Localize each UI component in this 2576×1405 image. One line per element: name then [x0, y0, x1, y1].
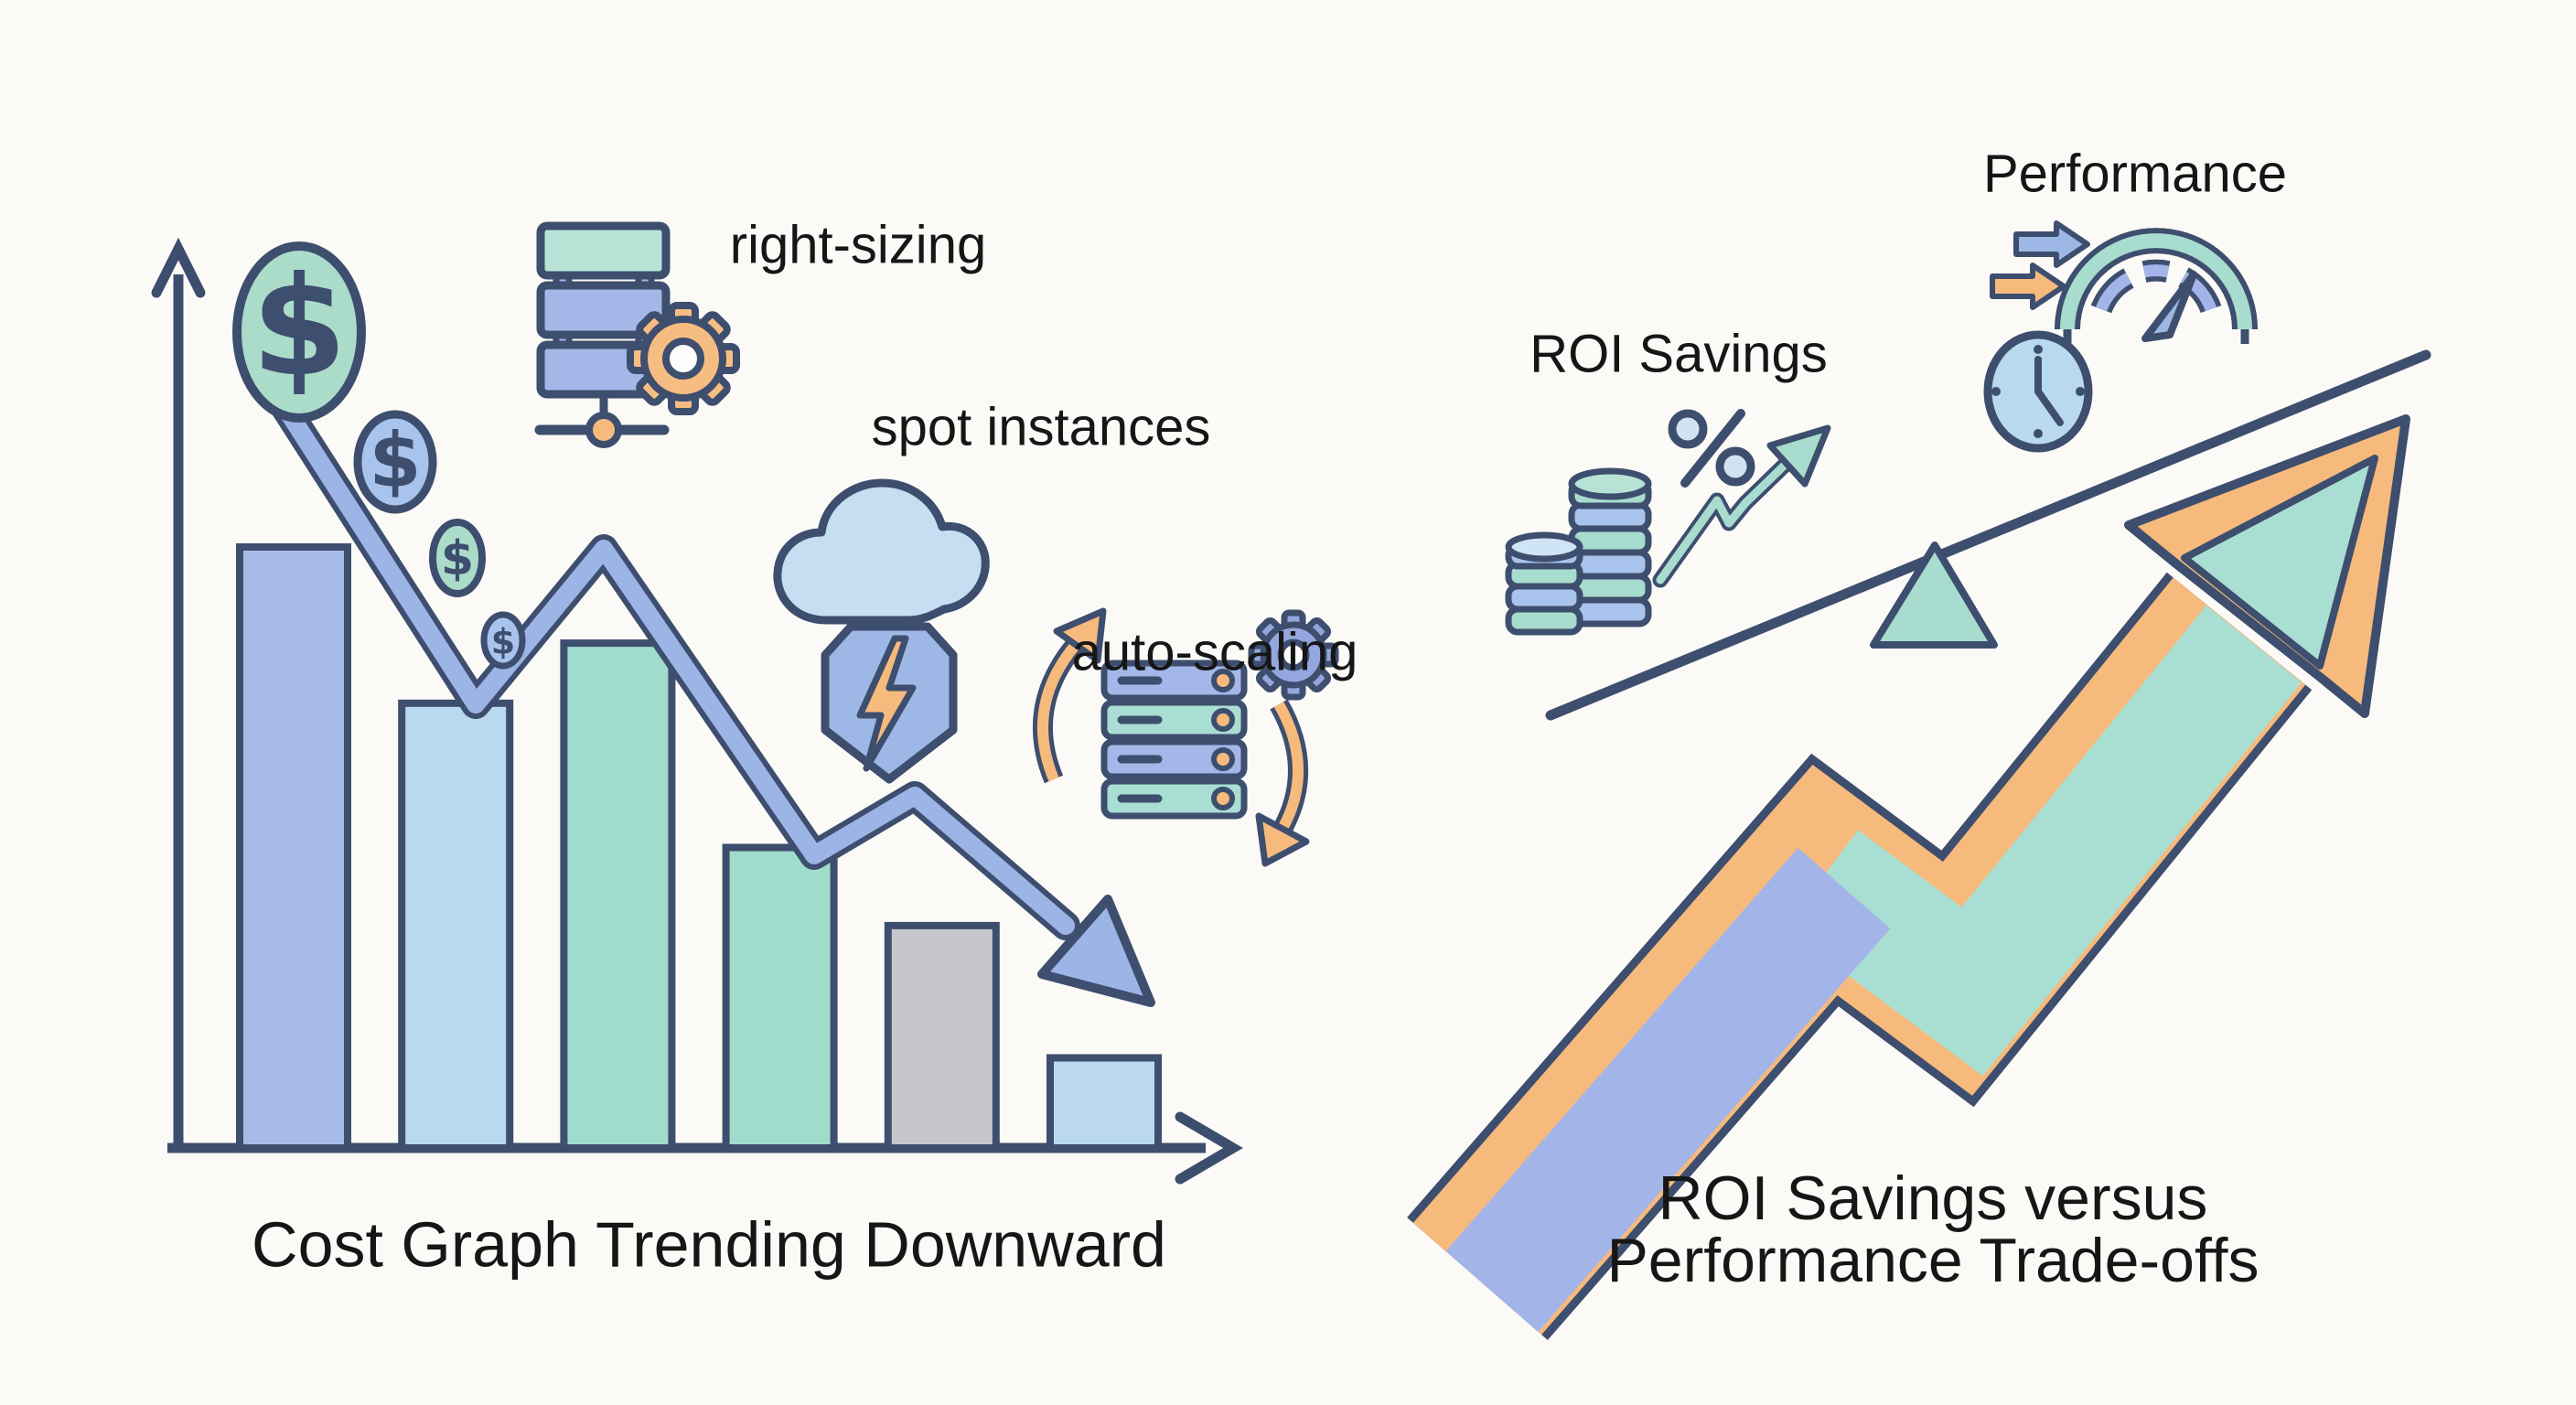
roi-panel: ROI Savings Performance ROI Savings vers… [1407, 144, 2431, 1341]
label-spot-instances: spot instances [872, 397, 1211, 456]
coin-stack-tall [1568, 467, 1652, 627]
cost-caption: Cost Graph Trending Downward [252, 1208, 1166, 1280]
cost-bar [236, 543, 351, 1152]
cost-bar [722, 843, 838, 1152]
cost-bar [398, 699, 514, 1152]
label-right-sizing: right-sizing [730, 215, 986, 274]
speedometer-icon [2055, 228, 2258, 344]
dollar-symbol: $ [369, 417, 421, 504]
coin-stacks-icon [1505, 467, 1652, 636]
gauge-needle [2141, 271, 2197, 342]
percent-icon [1668, 409, 1755, 488]
label-auto-scaling: auto-scaling [1072, 622, 1358, 681]
roi-caption-line2: Performance Trade-offs [1606, 1226, 2259, 1295]
cost-bar [1046, 1054, 1162, 1152]
dollar-symbol: $ [491, 622, 515, 662]
dollar-symbol: $ [252, 248, 347, 407]
downtrend-arrow-icon [264, 383, 1155, 1007]
scale-up-arrowhead [1053, 607, 1107, 664]
tradeoff-beam [1545, 349, 2431, 721]
big-roi-arrow-icon [1407, 414, 2410, 1341]
gear-icon [1248, 609, 1339, 701]
cost-panel: $ $ $ $ [151, 215, 1358, 1280]
autoscaling-servers-icon [1032, 607, 1339, 867]
coin-stack-short [1505, 531, 1583, 636]
x-axis-arrowhead [1175, 1111, 1243, 1185]
big-arrowhead-inner [2181, 455, 2378, 670]
dollar-symbol: $ [441, 531, 474, 586]
scale-down-arrowhead [1255, 812, 1310, 867]
fulcrum-triangle-icon [1870, 542, 1998, 649]
arrow-right-blue [2013, 220, 2090, 268]
label-performance: Performance [1983, 144, 2287, 203]
y-axis-arrowhead [151, 237, 206, 298]
cost-bar [884, 921, 1000, 1153]
roi-caption-line1: ROI Savings versus [1658, 1164, 2208, 1233]
dollar-coins-icon: $ $ $ $ [232, 241, 526, 670]
cloud-lightning-icon [773, 478, 990, 784]
growth-arrow-icon [1652, 424, 1831, 588]
server-rack [1100, 660, 1248, 820]
database-gear-icon [534, 221, 740, 448]
cost-bar-chart [236, 543, 1162, 1153]
cost-bar [560, 639, 676, 1152]
clock-icon [1983, 330, 2093, 453]
speed-arrows-icon [1990, 220, 2090, 310]
label-roi-savings: ROI Savings [1530, 324, 1828, 383]
arrow-right-orange [1990, 263, 2066, 310]
gear-icon [627, 302, 740, 415]
